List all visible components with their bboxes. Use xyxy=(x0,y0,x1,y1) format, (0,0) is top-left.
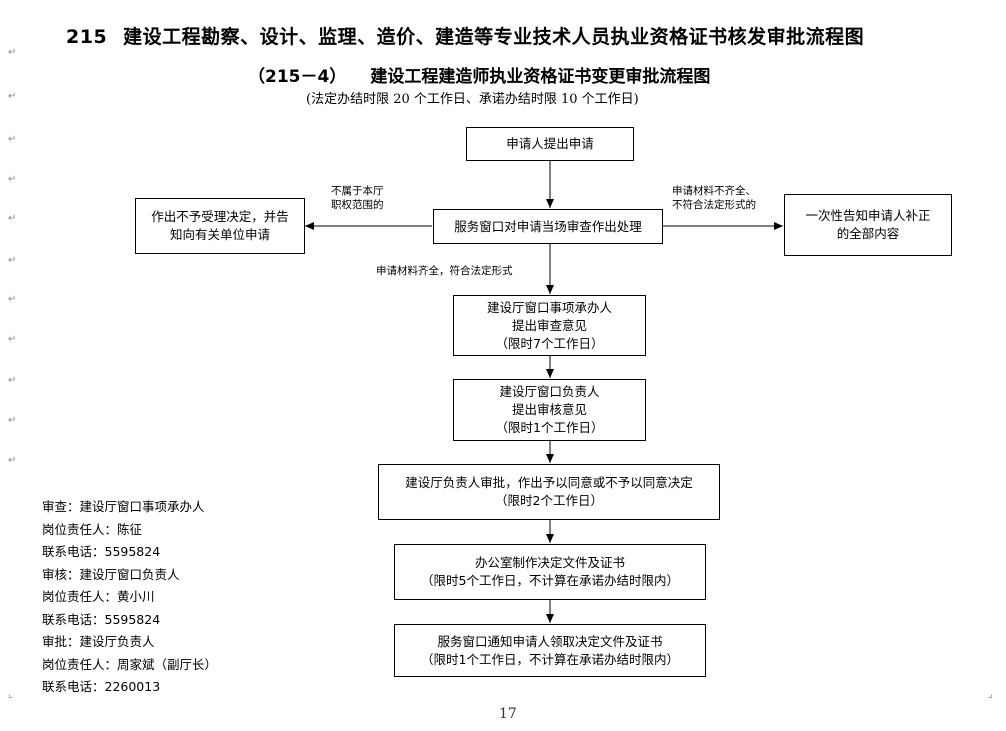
start-box: 申请人提出申请 xyxy=(466,127,634,161)
reject-box-line2: 知向有关单位申请 xyxy=(169,227,270,242)
window-review-box-label: 服务窗口对申请当场审查作出处理 xyxy=(454,218,642,234)
flowchart-title-text: 建设工程建造师执业资格证书变更审批流程图 xyxy=(370,67,711,87)
step2-box: 建设厅窗口负责人 提出审核意见 （限时1个工作日） xyxy=(453,379,646,441)
time-limit-note: (法定办结时限 20 个工作日、承诺办结时限 10 个工作日) xyxy=(306,92,639,107)
flowchart-title-number: （215－4） xyxy=(248,67,347,87)
reject-condition-note: 不属于本厅 职权范围的 xyxy=(331,184,384,212)
paragraph-mark-icon: ↵ xyxy=(8,334,17,345)
contact-info: 审查：建设厅窗口事项承办人 岗位责任人：陈征 联系电话：5595824 审核：建… xyxy=(42,496,217,699)
contact-line: 联系电话：5595824 xyxy=(42,611,161,627)
step2-line2: 提出审核意见 xyxy=(511,402,587,417)
accept-condition-note: 申请材料齐全，符合法定形式 xyxy=(376,265,513,277)
paragraph-mark-icon: ↵ xyxy=(8,455,17,466)
step2-line3: （限时1个工作日） xyxy=(495,420,604,435)
step1-line2: 提出审查意见 xyxy=(511,317,587,333)
contact-line: 联系电话：2260013 xyxy=(42,679,161,694)
paragraph-mark-icon: ↵ xyxy=(8,375,17,386)
step2-line1: 建设厅窗口负责人 xyxy=(499,384,600,399)
supplement-condition-line2: 不符合法定形式的 xyxy=(672,199,756,211)
paragraph-mark-icon: ↵ xyxy=(8,255,17,266)
paragraph-mark-icon: ↵ xyxy=(8,213,17,224)
document-title-number: 215 xyxy=(66,26,108,48)
step1-box: 建设厅窗口事项承办人 提出审查意见 （限时7个工作日） xyxy=(453,295,646,356)
step5-box: 服务窗口通知申请人领取决定文件及证书 （限时1个工作日，不计算在承诺办结时限内） xyxy=(394,624,706,677)
step4-line1: 办公室制作决定文件及证书 xyxy=(474,555,625,570)
reject-condition-line2: 职权范围的 xyxy=(331,199,384,211)
paragraph-mark-icon: ↵ xyxy=(8,47,17,58)
paragraph-mark-icon: ↵ xyxy=(8,415,17,426)
paragraph-mark-icon: ↵ xyxy=(8,134,17,145)
page-number: 17 xyxy=(499,706,517,722)
step3-line1: 建设厅负责人审批，作出予以同意或不予以同意决定 xyxy=(405,475,693,490)
flowchart-title: （215－4） 建设工程建造师执业资格证书变更审批流程图 xyxy=(248,62,848,87)
step1-line1: 建设厅窗口事项承办人 xyxy=(486,299,612,315)
step4-line2: （限时5个工作日，不计算在承诺办结时限内） xyxy=(421,573,679,588)
contact-line: 岗位责任人：黄小川 xyxy=(42,589,155,604)
window-review-box: 服务窗口对申请当场审查作出处理 xyxy=(433,209,663,244)
step3-box: 建设厅负责人审批，作出予以同意或不予以同意决定 （限时2个工作日） xyxy=(378,464,720,520)
paragraph-mark-icon: ↵ xyxy=(8,91,17,102)
supplement-box-line1: 一次性告知申请人补正 xyxy=(805,208,931,223)
contact-line: 审批：建设厅负责人 xyxy=(42,634,155,649)
reject-condition-line1: 不属于本厅 xyxy=(331,185,384,197)
reject-box-line1: 作出不予受理决定，并告 xyxy=(151,209,289,224)
step5-line2: （限时1个工作日，不计算在承诺办结时限内） xyxy=(421,651,679,667)
supplement-box-line2: 的全部内容 xyxy=(836,226,900,241)
supplement-condition-line1: 申请材料不齐全、 xyxy=(672,185,756,197)
supplement-box: 一次性告知申请人补正 的全部内容 xyxy=(784,194,952,256)
contact-line: 岗位责任人：陈征 xyxy=(42,521,143,537)
step4-box: 办公室制作决定文件及证书 （限时5个工作日，不计算在承诺办结时限内） xyxy=(394,544,706,600)
paragraph-mark-icon: ↵ xyxy=(8,174,17,185)
contact-line: 审查：建设厅窗口事项承办人 xyxy=(42,499,205,514)
page-corner-mark: ⌞ xyxy=(8,689,13,700)
contact-line: 岗位责任人：周家斌（副厅长） xyxy=(42,656,218,672)
supplement-condition-note: 申请材料不齐全、 不符合法定形式的 xyxy=(672,184,756,212)
contact-line: 审核：建设厅窗口负责人 xyxy=(42,566,180,582)
step1-line3: （限时7个工作日） xyxy=(495,335,604,351)
contact-line: 联系电话：5595824 xyxy=(42,544,161,559)
document-title: 215 建设工程勘察、设计、监理、造价、建造等专业技术人员执业资格证书核发审批流程… xyxy=(66,22,966,49)
start-box-label: 申请人提出申请 xyxy=(506,136,594,151)
paragraph-mark-icon: ↵ xyxy=(8,294,17,305)
step3-line2: （限时2个工作日） xyxy=(495,493,603,508)
step5-line1: 服务窗口通知申请人领取决定文件及证书 xyxy=(437,633,663,649)
page-corner-mark: ⌟ xyxy=(988,689,993,700)
reject-box: 作出不予受理决定，并告 知向有关单位申请 xyxy=(135,198,305,254)
document-title-text: 建设工程勘察、设计、监理、造价、建造等专业技术人员执业资格证书核发审批流程图 xyxy=(123,26,865,48)
